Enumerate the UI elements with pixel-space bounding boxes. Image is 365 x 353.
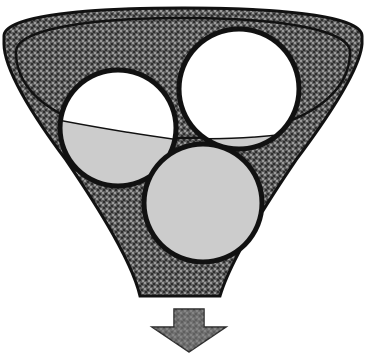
ball-bottom-filled bbox=[144, 144, 262, 262]
downward-arrow bbox=[152, 309, 226, 352]
